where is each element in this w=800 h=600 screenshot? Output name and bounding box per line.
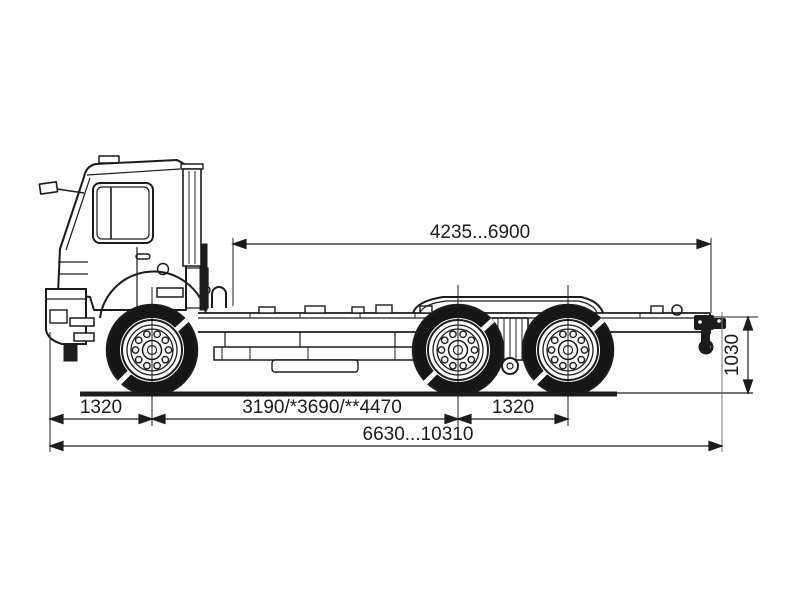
cab-step-lower xyxy=(73,332,95,342)
label-wheelbase: 3190/*3690/**4470 xyxy=(242,397,402,418)
truck-cab xyxy=(38,155,209,311)
dim-wheelbase xyxy=(150,413,460,425)
dim-overall-length xyxy=(48,440,724,452)
behind-cab-equipment xyxy=(199,243,227,311)
frame-mount-brackets xyxy=(258,304,664,314)
rear-tow-hitch xyxy=(671,304,726,355)
front-fender-and-steps xyxy=(69,270,207,342)
front-mudflap xyxy=(63,343,78,362)
side-rail xyxy=(213,346,431,361)
dim-top-span xyxy=(231,238,712,250)
side-mirror xyxy=(38,180,85,195)
air-intake-stack xyxy=(180,163,209,309)
front-bumper xyxy=(45,288,87,362)
dimension-lines xyxy=(48,238,758,452)
label-rear-bogie-spacing: 1320 xyxy=(492,397,534,418)
cab-step-upper xyxy=(69,317,95,327)
label-rear-frame-height: 1030 xyxy=(722,334,743,376)
roof-marker-lamp xyxy=(98,155,120,164)
dim-bogie-spacing xyxy=(456,413,570,425)
fuel-tank xyxy=(271,359,359,373)
dim-frame-height xyxy=(742,315,754,395)
door-handle xyxy=(135,253,151,260)
label-upper-frame-span: 4235...6900 xyxy=(430,222,530,243)
label-overall-length: 6630...10310 xyxy=(363,424,474,445)
rear-fender xyxy=(412,296,604,314)
chassis-frame xyxy=(198,304,711,373)
label-front-overhang: 1320 xyxy=(80,397,122,418)
headlight xyxy=(49,309,68,324)
dim-front-overhang xyxy=(48,413,154,425)
side-window xyxy=(92,182,154,244)
ground-line xyxy=(80,391,753,397)
